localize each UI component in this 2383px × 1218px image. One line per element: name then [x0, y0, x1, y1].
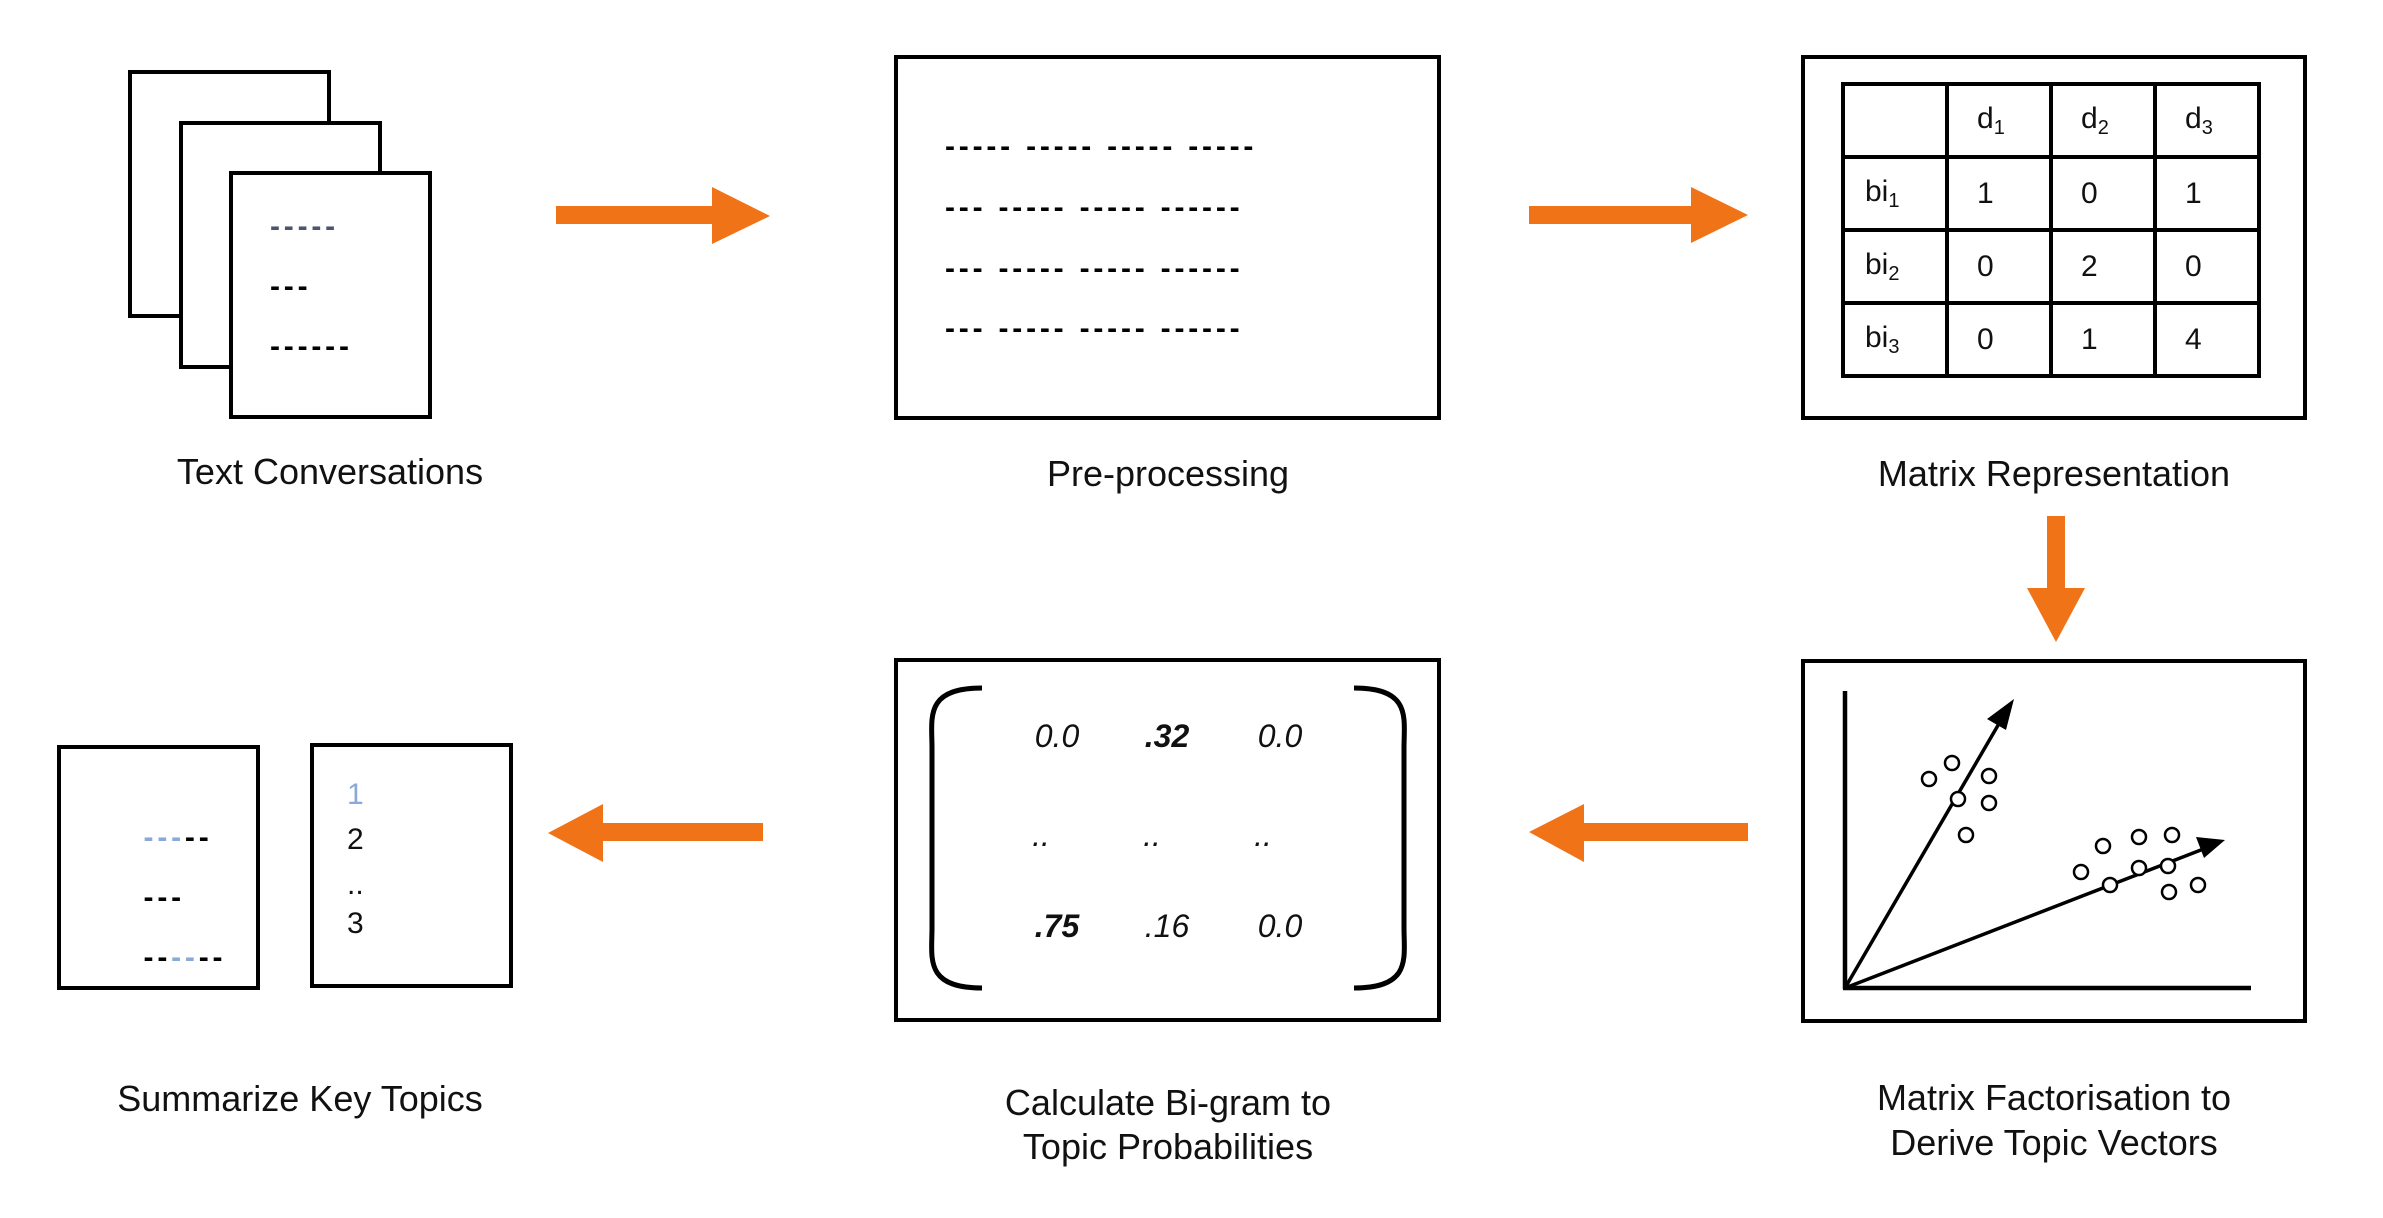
matrix-row-head: bi2 [1841, 228, 1949, 305]
prob-cell: .. [1032, 817, 1050, 853]
topic-item-1: 1 [347, 778, 364, 811]
topic-item-2: 2 [347, 823, 364, 856]
arrow-left-2 [548, 804, 763, 862]
label-bigram-1: Calculate Bi-gram to [1004, 1082, 1332, 1123]
matrix-row-head: bi1 [1841, 155, 1949, 232]
matrix-row-bi2: bi2 0 2 0 [1841, 228, 2261, 305]
summary-line-3: ------ [143, 941, 227, 974]
matrix-col-d2: d2 [2049, 82, 2157, 159]
matrix-brackets [929, 685, 1407, 991]
label-matrix-factorisation-1: Matrix Factorisation to [1876, 1077, 2232, 1118]
matrix-cell: 1 [2153, 155, 2261, 232]
arrow-right-1 [556, 187, 770, 244]
arrow-down [2027, 516, 2085, 642]
matrix-cell: 0 [2049, 155, 2157, 232]
matrix-col-d1: d1 [1945, 82, 2053, 159]
summary-doc [57, 745, 260, 990]
prob-cell: .. [1254, 817, 1272, 853]
matrix-header-row: d1 d2 d3 [1841, 82, 2261, 159]
doc-line-1: ----- [270, 210, 339, 243]
prob-cell: 0.0 [1257, 908, 1303, 944]
matrix-row-bi3: bi3 0 1 4 [1841, 301, 2261, 378]
matrix-cell: 1 [1945, 155, 2053, 232]
arrow-left-1 [1529, 804, 1748, 862]
preprocessing-box [894, 55, 1441, 420]
scatter-vectors-icon [1842, 691, 2251, 991]
pre-line-4: --- ----- ----- ------ [945, 312, 1244, 345]
pre-line-3: --- ----- ----- ------ [945, 252, 1244, 285]
matrix-cell: 4 [2153, 301, 2261, 378]
topic-item-3: 3 [347, 907, 364, 940]
summary-line-1: ----- [143, 821, 213, 854]
prob-cell: .16 [1144, 908, 1190, 944]
matrix-cell: 2 [2049, 228, 2157, 305]
matrix-row-head: bi3 [1841, 301, 1949, 378]
label-matrix-representation: Matrix Representation [1877, 453, 2231, 494]
arrow-right-2 [1529, 187, 1748, 243]
topic-list-box [310, 743, 513, 988]
prob-cell-bold: .75 [1034, 908, 1080, 944]
matrix-col-d3: d3 [2153, 82, 2261, 159]
prob-cell: 0.0 [1257, 718, 1303, 754]
matrix-row-bi1: bi1 1 0 1 [1841, 155, 2261, 232]
topic-list: 1 2 .. 3 [347, 772, 364, 946]
prob-cell: 0.0 [1034, 718, 1080, 754]
label-summarize: Summarize Key Topics [117, 1078, 483, 1119]
matrix-cell: 0 [1945, 228, 2053, 305]
topic-item-ellipsis: .. [347, 868, 364, 901]
label-bigram-2: Topic Probabilities [1022, 1126, 1314, 1167]
summary-line-2: --- [143, 881, 185, 914]
probabilities-box [894, 658, 1441, 1022]
doc-line-2: --- [270, 270, 312, 303]
matrix-cell: 0 [2153, 228, 2261, 305]
label-text-conversations: Text Conversations [176, 451, 484, 492]
prob-cell-bold: .32 [1144, 718, 1190, 754]
label-matrix-factorisation-2: Derive Topic Vectors [1890, 1122, 2218, 1163]
matrix-cell: 0 [1945, 301, 2053, 378]
pre-line-1: ----- ----- ----- ----- [945, 130, 1258, 163]
matrix-corner-cell [1841, 82, 1949, 159]
matrix-table: d1 d2 d3 bi1 1 0 1 bi2 0 2 0 bi3 0 1 4 [1841, 82, 2261, 378]
doc-line-3: ------ [270, 330, 353, 363]
pre-line-2: --- ----- ----- ------ [945, 191, 1244, 224]
label-preprocessing: Pre-processing [1046, 453, 1290, 494]
matrix-cell: 1 [2049, 301, 2157, 378]
prob-cell: .. [1143, 817, 1161, 853]
